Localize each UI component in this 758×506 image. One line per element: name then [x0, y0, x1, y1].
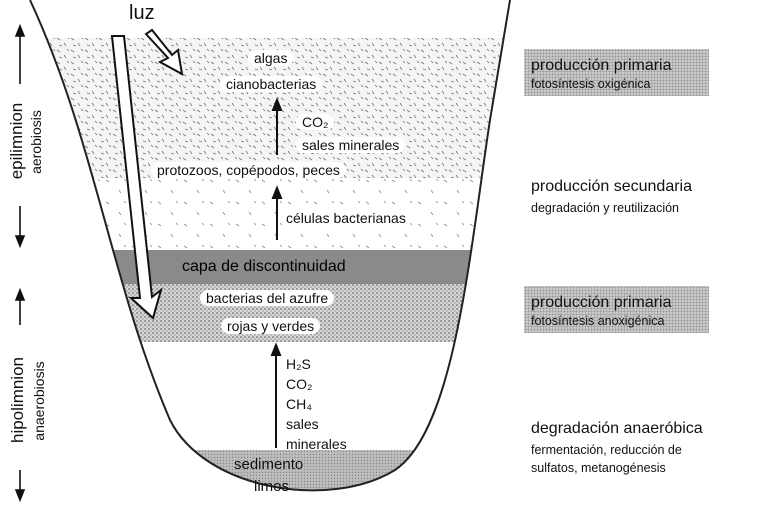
- upward-arrows: [270, 97, 283, 448]
- light-ray: [110, 28, 184, 320]
- secondary-production-sub: degradación y reutilización: [531, 201, 680, 215]
- anaerobic-degradation-sub1: fermentación, reducción de: [531, 443, 682, 457]
- label-minerales: minerales: [286, 436, 347, 452]
- zone-hipolimnion: hipolimnion: [8, 357, 27, 443]
- anoxygenic-production-sub: fotosíntesis anoxigénica: [531, 314, 665, 328]
- primary-production-title: producción primaria: [531, 57, 672, 74]
- primary-production-sub: fotosíntesis oxigénica: [531, 77, 651, 91]
- label-celulas-bacterianas: células bacterianas: [280, 210, 412, 226]
- anaerobic-degradation-sub2: sulfatos, metanogénesis: [531, 461, 666, 475]
- label-h2s: H₂S: [286, 356, 311, 372]
- label-discontinuidad: capa de discontinuidad: [182, 258, 346, 275]
- label-rojas-verdes: rojas y verdes: [221, 318, 321, 334]
- label-sales: sales: [286, 416, 319, 432]
- label-sales-minerales: sales minerales: [296, 137, 406, 153]
- label-co2-b: CO₂: [286, 376, 313, 392]
- zone-anaerobiosis: anaerobiosis: [31, 361, 47, 441]
- anoxygenic-production-title: producción primaria: [531, 294, 672, 311]
- label-limos: limos: [254, 478, 290, 495]
- anoxygenic-production-band: [524, 286, 709, 333]
- label-ch4: CH₄: [286, 396, 312, 412]
- label-sedimento: sedimento: [234, 456, 304, 473]
- zone-aerobiosis: aerobiosis: [28, 110, 44, 174]
- secondary-production-title: producción secundaria: [531, 178, 692, 195]
- anaerobic-degradation-title: degradación anaeróbica: [531, 420, 703, 437]
- label-bacterias-azufre: bacterias del azufre: [200, 290, 335, 306]
- zone-epilimnion: epilimnion: [7, 102, 26, 180]
- label-co2: CO₂: [296, 114, 335, 130]
- zone-arrows: [14, 23, 26, 503]
- primary-production-band: [524, 49, 709, 96]
- label-cianobacterias: cianobacterias: [220, 76, 323, 92]
- label-algas: algas: [248, 50, 294, 66]
- light-label: luz: [129, 2, 155, 24]
- label-protozoos: protozoos, copépodos, peces: [151, 162, 346, 178]
